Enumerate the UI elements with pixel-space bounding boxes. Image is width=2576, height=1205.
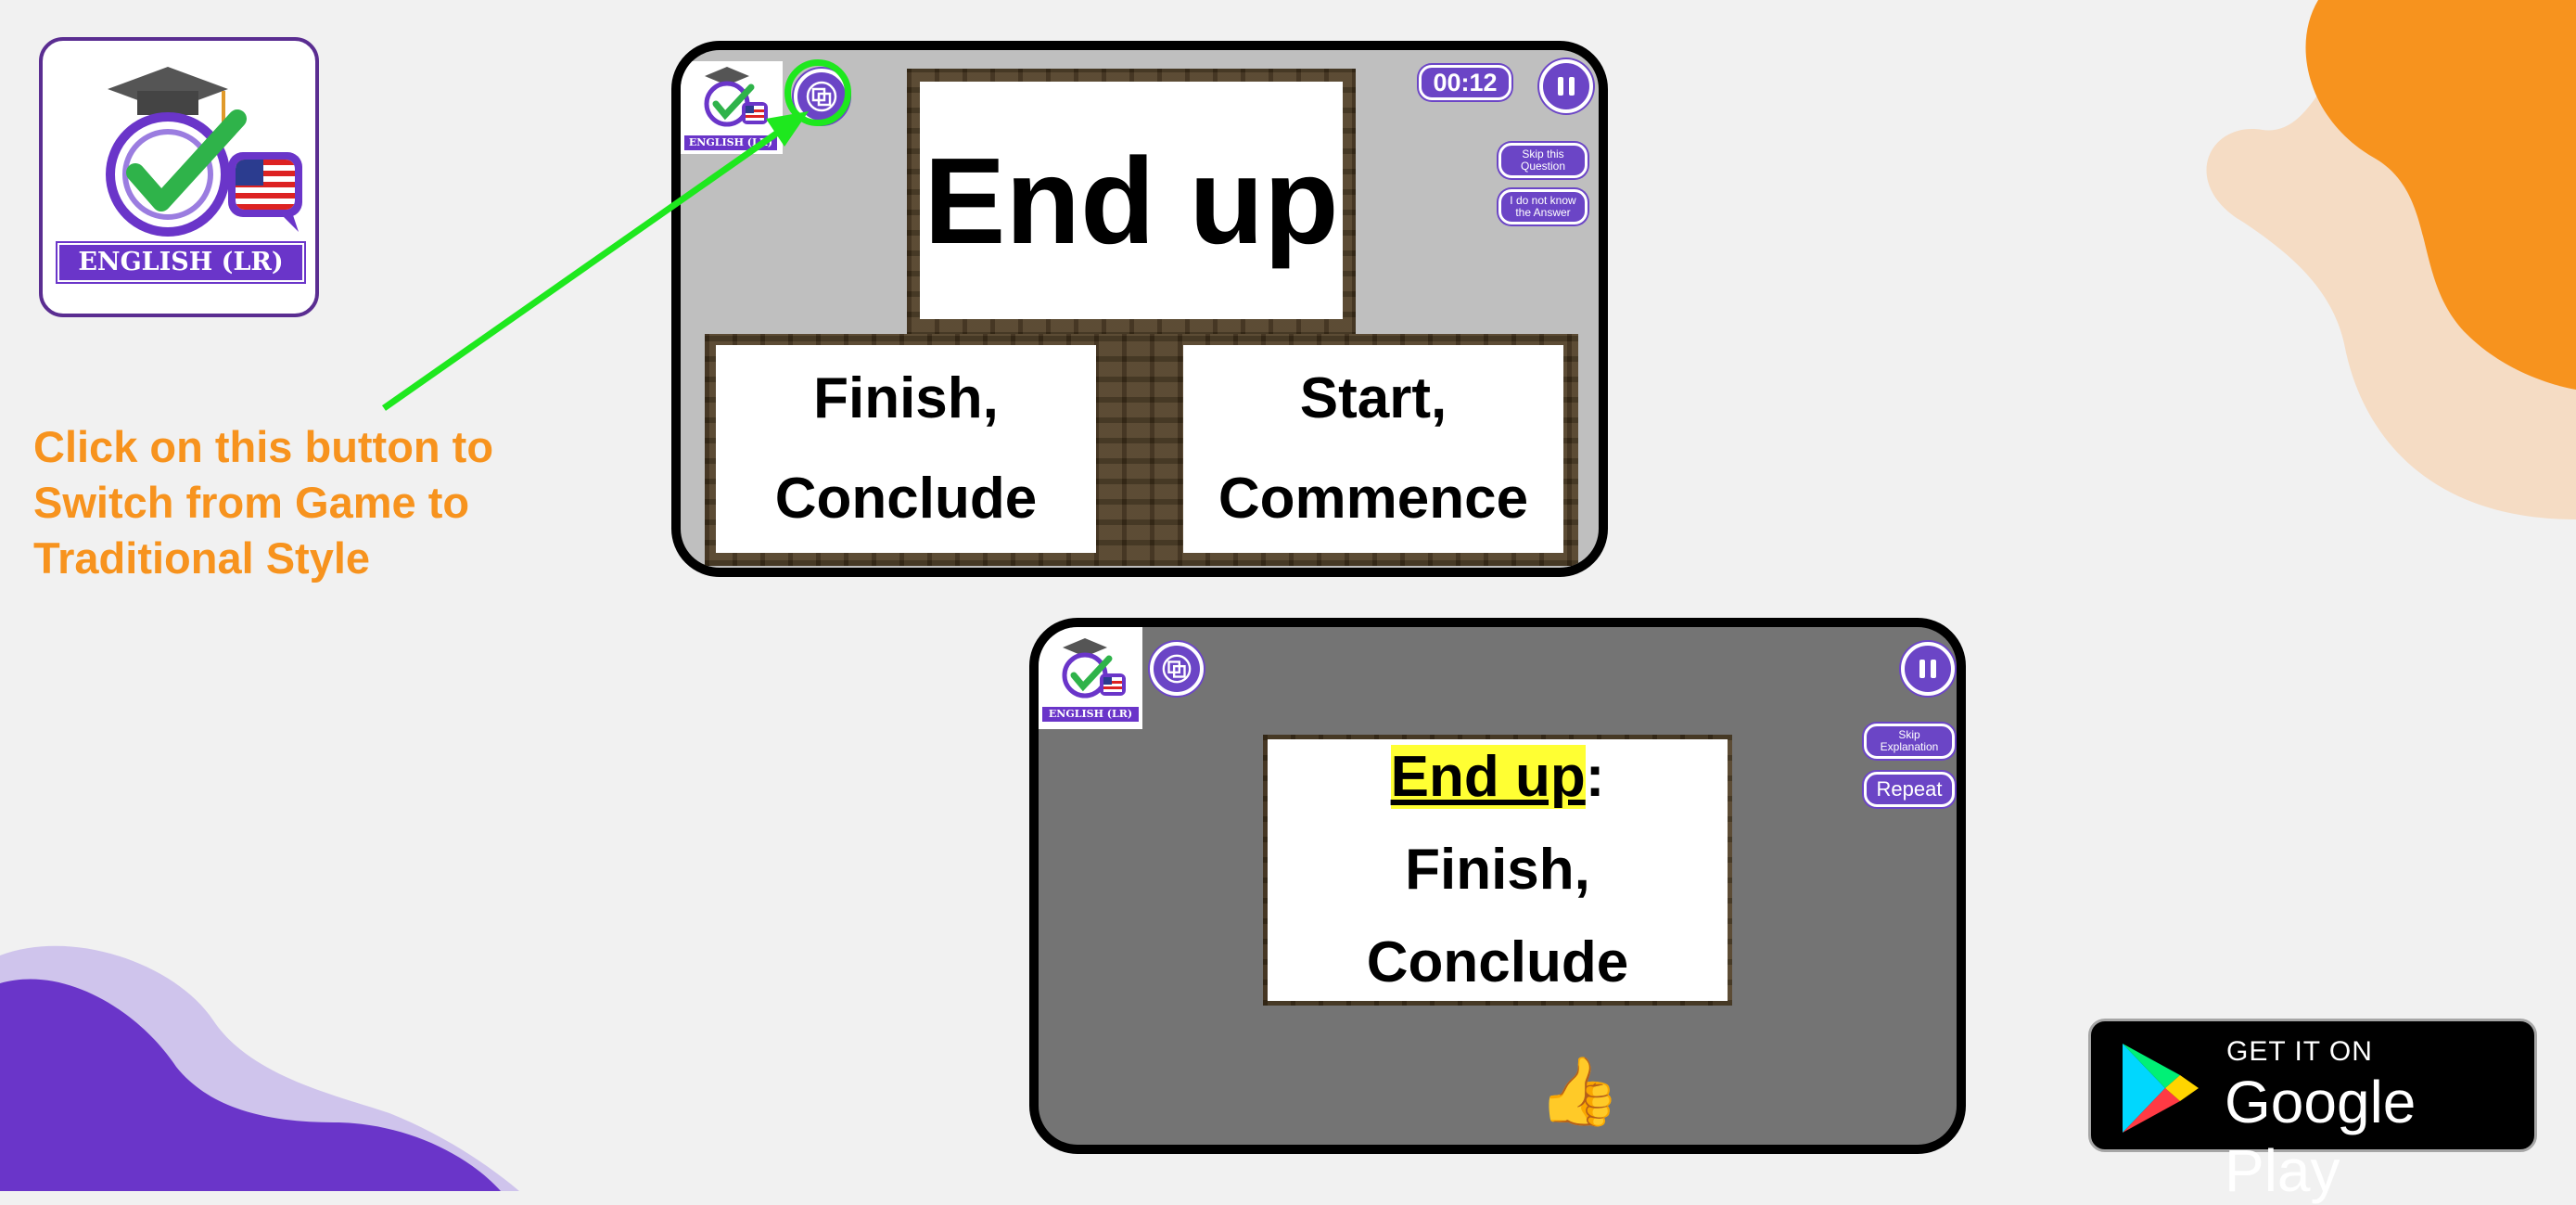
option-2-line1: Start, xyxy=(1299,366,1447,430)
option-2-line2: Commence xyxy=(1218,467,1529,531)
instruction-line: Click on this button to xyxy=(33,422,494,471)
game-style-screen: ENGLISH (LR) End up 00:12 Skip this Ques… xyxy=(671,41,1608,577)
decorative-orange-blob xyxy=(2206,0,2576,519)
pause-icon xyxy=(1919,660,1936,678)
switch-style-icon xyxy=(1162,654,1192,684)
instruction-line: Switch from Game to xyxy=(33,478,470,527)
explanation-card: End up: Finish, Conclude xyxy=(1268,739,1728,1001)
repeat-button[interactable]: Repeat xyxy=(1864,772,1955,807)
pause-button[interactable] xyxy=(1539,59,1593,113)
pause-button[interactable] xyxy=(1901,642,1955,696)
options-board: Finish, Conclude Start, Commence xyxy=(705,334,1578,566)
answer-line2: Conclude xyxy=(1366,930,1629,994)
highlight-ring xyxy=(784,59,851,126)
question-word: End up xyxy=(920,82,1343,319)
explanation-board: End up: Finish, Conclude xyxy=(1263,735,1732,1006)
us-flag-chat-icon xyxy=(228,152,302,232)
mini-logo-icon xyxy=(704,67,768,127)
badge-store-name: Google Play xyxy=(2225,1069,2417,1204)
explanation-heading: End up: xyxy=(1390,731,1605,824)
instruction-text: Click on this button to Switch from Game… xyxy=(33,419,590,586)
traditional-style-screen: ENGLISH (LR) Skip Explanation Repeat End… xyxy=(1029,618,1966,1154)
mini-app-logo: ENGLISH (LR) xyxy=(1039,627,1142,729)
heading-colon: : xyxy=(1585,745,1605,809)
dont-know-button[interactable]: I do not know the Answer xyxy=(1498,189,1588,224)
timer-badge: 00:12 xyxy=(1419,65,1511,100)
answer-line1: Finish, xyxy=(1405,838,1590,902)
option-card-1[interactable]: Finish, Conclude xyxy=(716,345,1096,553)
graduation-checkmark-icon xyxy=(106,67,247,237)
option-1-line2: Conclude xyxy=(774,467,1038,531)
switch-style-button[interactable] xyxy=(1150,642,1204,696)
option-1-line1: Finish, xyxy=(813,366,999,430)
badge-top-text: GET IT ON xyxy=(2226,1036,2373,1067)
thumbs-up-icon: 👍 xyxy=(1537,1055,1621,1129)
option-card-2[interactable]: Start, Commence xyxy=(1183,345,1563,553)
mini-logo-icon xyxy=(1062,638,1126,699)
instruction-line: Traditional Style xyxy=(33,533,371,583)
google-play-badge[interactable]: GET IT ON Google Play xyxy=(2088,1019,2537,1204)
logo-banner-text: ENGLISH (LR) xyxy=(57,243,304,282)
skip-explanation-button[interactable]: Skip Explanation xyxy=(1864,724,1955,759)
skip-question-button[interactable]: Skip this Question xyxy=(1498,143,1588,178)
mini-logo-text: ENGLISH (LR) xyxy=(1042,707,1139,722)
decorative-purple-blob xyxy=(0,945,519,1191)
highlighted-word: End up xyxy=(1390,745,1586,809)
app-logo: ENGLISH (LR) xyxy=(39,37,319,317)
question-board: End up xyxy=(907,69,1356,338)
google-play-icon xyxy=(2123,1044,2199,1133)
pause-icon xyxy=(1558,77,1575,96)
